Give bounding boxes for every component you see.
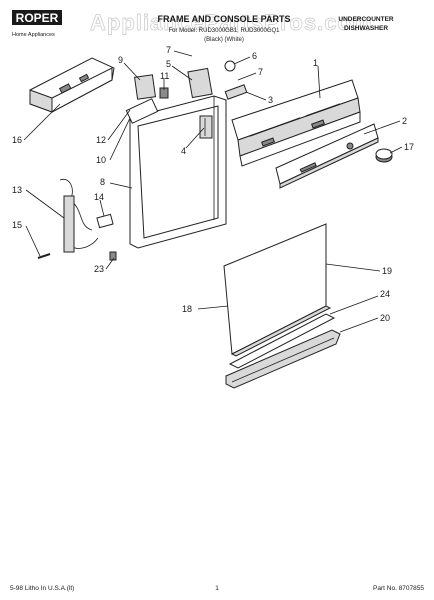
footer: 5-98 Litho In U.S.A.(lt) 1 Part No. 8707…: [10, 585, 424, 592]
leader-lines: [23, 50, 403, 333]
callout-15: 15: [12, 220, 22, 230]
callout-16: 16: [12, 135, 22, 145]
footer-litho: 5-98 Litho In U.S.A.(lt): [10, 585, 74, 592]
part-1-console: [231, 79, 361, 167]
model-color-line: (Black) (White): [204, 37, 244, 43]
callout-19: 19: [382, 266, 392, 276]
callout-10: 10: [96, 155, 106, 165]
callout-7a: 7: [166, 45, 171, 55]
callout-12: 12: [96, 135, 106, 145]
callout-5: 5: [166, 59, 171, 69]
footer-page-number: 1: [215, 585, 219, 592]
callout-14: 14: [94, 192, 104, 202]
footer-part-number: Part No. 8707855: [373, 585, 424, 592]
part-19-door-panel: [223, 223, 332, 357]
part-16-bracket: [29, 57, 115, 113]
product-line-1: UNDERCOUNTER: [338, 16, 394, 23]
callout-4: 4: [181, 146, 186, 156]
model-line: For Model: RUD3000GB1, RUD3000GQ1: [168, 28, 280, 34]
part-17-knob: [375, 148, 393, 163]
watermark: AppliancePartsPros.com: [90, 10, 372, 35]
brand-tagline: Home Appliances: [12, 32, 55, 38]
small-latch-parts: [125, 60, 248, 139]
callout-23: 23: [94, 264, 104, 274]
callout-6: 6: [252, 51, 257, 61]
callout-20: 20: [380, 313, 390, 323]
callout-2: 2: [402, 116, 407, 126]
callout-17: 17: [404, 142, 414, 152]
part-24-trim: [228, 313, 336, 369]
diagram-title: FRAME AND CONSOLE PARTS: [157, 14, 290, 24]
callout-9: 9: [118, 55, 123, 65]
callout-3: 3: [268, 95, 273, 105]
callout-labels: 1 2 3 4 5 6 7 7 8 9 10 11 12 13 14 15 16…: [12, 45, 414, 323]
callout-7b: 7: [258, 67, 263, 77]
product-line-2: DISHWASHER: [344, 25, 388, 32]
callout-18: 18: [182, 304, 192, 314]
callout-24: 24: [380, 289, 390, 299]
callout-8: 8: [100, 177, 105, 187]
callout-11: 11: [160, 71, 169, 81]
part-20-bottom-trim: [225, 329, 341, 389]
callout-1: 1: [313, 58, 318, 68]
brand-name: ROPER: [16, 11, 59, 25]
callout-13: 13: [12, 185, 22, 195]
part-13-wire-harness: [37, 178, 117, 261]
part-2-console-overlay: [275, 123, 379, 189]
brand-logo: ROPER Home Appliances: [12, 10, 62, 38]
